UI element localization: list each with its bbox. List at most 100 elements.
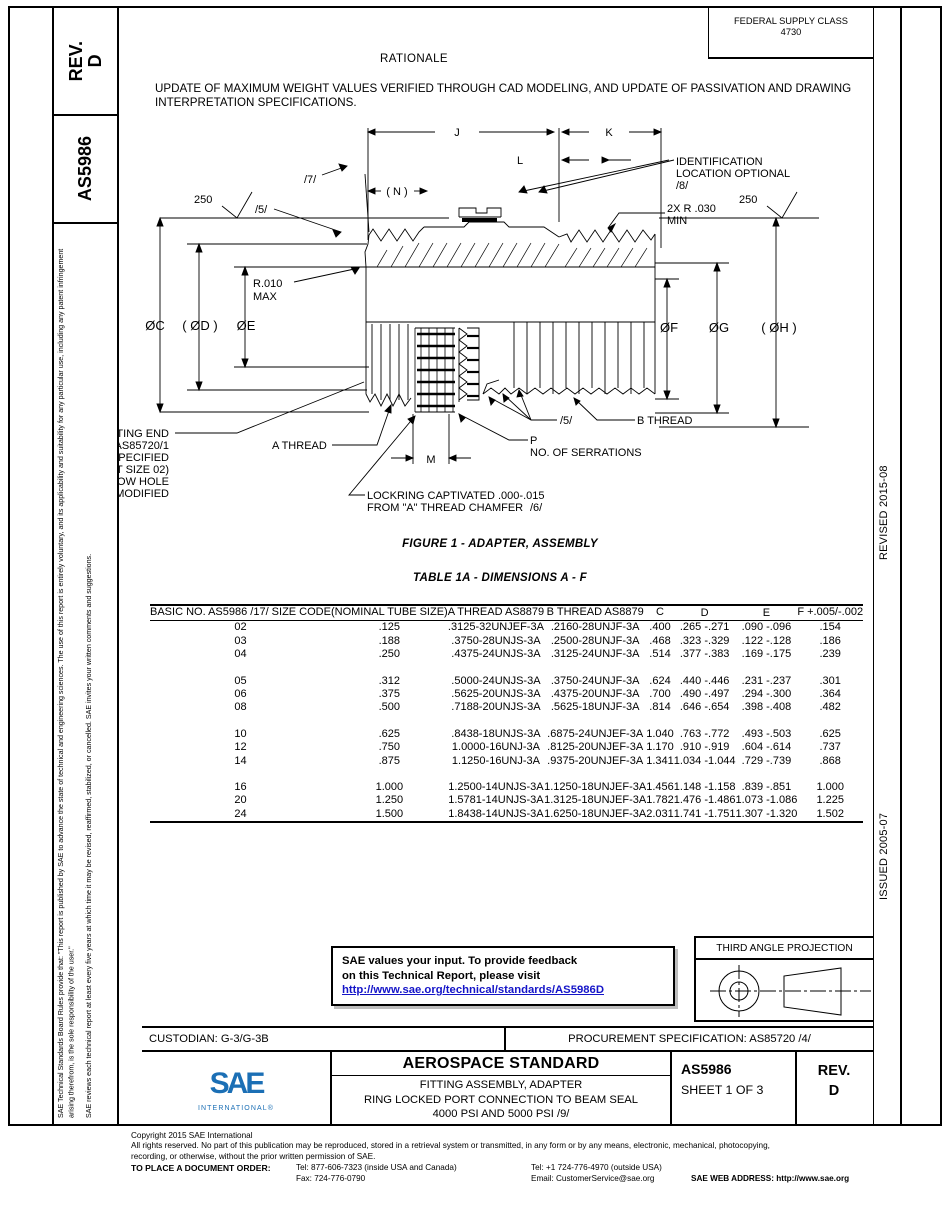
cell-f: 1.502 <box>797 807 864 824</box>
table-row: 03 .188 .3750-28UNJS-3A .2500-28UNJF-3A … <box>150 635 863 648</box>
title-block-number: AS5986 SHEET 1 OF 3 <box>672 1052 797 1124</box>
cell-e-low: .729 - <box>741 754 770 767</box>
projection-symbol-svg <box>710 965 871 1017</box>
cell-a-thread: .4375-24UNJS-3A <box>451 648 541 661</box>
cell-c: .400 <box>646 620 674 635</box>
cell-tube: 1.000 <box>375 781 404 794</box>
title-block-revision: REV. D <box>797 1052 871 1124</box>
cell-e-high: .408 <box>769 701 792 714</box>
cell-f: .625 <box>819 727 841 740</box>
svg-text:L: L <box>517 155 523 167</box>
cell-e-high: .503 <box>769 727 792 740</box>
cell-d-low: .490 - <box>679 688 709 701</box>
table-row: 24 1.500 1.8438-14UNJS-3A 1.6250-18UNJEF… <box>150 807 864 824</box>
title-block-description: AEROSPACE STANDARD FITTING ASSEMBLY, ADA… <box>332 1052 672 1124</box>
cell-e-high: .175 <box>769 648 792 661</box>
border-line-col2 <box>117 6 119 1126</box>
copyright-line: Copyright 2015 SAE International <box>131 1131 253 1140</box>
svg-text:IDENTIFICATION: IDENTIFICATION <box>676 156 763 168</box>
cell-c: 1.456 <box>646 781 674 794</box>
revised-date: REVISED 2015-08 <box>878 465 890 560</box>
svg-text:MODIFIED: MODIFIED <box>119 488 169 500</box>
doc-number-value: AS5986 <box>681 1061 732 1077</box>
cell-e-low: .604 - <box>741 741 770 754</box>
svg-text:EXCEPT FLOW HOLE: EXCEPT FLOW HOLE <box>119 476 169 488</box>
standard-title: AEROSPACE STANDARD <box>332 1052 670 1076</box>
cell-e-low: .122 - <box>741 634 770 647</box>
procurement-spec-label: PROCUREMENT SPECIFICATION: AS85720 /4/ <box>568 1033 811 1045</box>
cell-a-thread: .7188-20UNJS-3A <box>451 701 541 714</box>
cell-d-high: 1.751 <box>708 807 736 824</box>
cell-b-thread: .3125-24UNJF-3A <box>550 648 640 661</box>
cell-e-low: .294 - <box>741 688 770 701</box>
cell-e-low: .090 - <box>735 620 770 635</box>
cell-code: 02 <box>150 620 331 635</box>
desc-line-1: FITTING ASSEMBLY, ADAPTER <box>419 1079 583 1091</box>
th-size-code: BASIC NO. AS5986 /17/ SIZE CODE <box>150 604 331 621</box>
th-a-thread: A THREAD AS8879 <box>447 604 545 621</box>
cell-a-thread: .8438-18UNJS-3A <box>451 727 541 740</box>
table-group-spacer <box>150 662 863 675</box>
svg-text:NO. OF SERRATIONS: NO. OF SERRATIONS <box>530 447 642 459</box>
cell-tube: .375 <box>378 688 401 701</box>
feedback-link[interactable]: http://www.sae.org/technical/standards/A… <box>342 984 604 996</box>
svg-text:LOCATION OPTIONAL: LOCATION OPTIONAL <box>676 168 790 180</box>
third-angle-title: THIRD ANGLE PROJECTION <box>696 938 873 960</box>
dimensions-table: BASIC NO. AS5986 /17/ SIZE CODE (NOMINAL… <box>150 604 864 824</box>
cell-e-high: .300 <box>769 688 792 701</box>
cell-d-high: .497 <box>708 688 730 701</box>
cell-b-thread: .6875-24UNJEF-3A <box>547 727 644 740</box>
table-row: 08 .500 .7188-20UNJS-3A .5625-18UNJF-3A … <box>150 701 863 714</box>
cell-b-thread: .2160-28UNJF-3A <box>544 620 647 635</box>
border-line-left <box>52 6 54 1126</box>
title-block: SAE INTERNATIONAL® AEROSPACE STANDARD FI… <box>142 1052 873 1124</box>
order-fax: Fax: 724-776-0790 <box>296 1174 366 1184</box>
svg-text:B THREAD: B THREAD <box>637 415 692 427</box>
cell-tube: .312 <box>378 674 401 687</box>
fsc-value: 4730 <box>780 27 802 37</box>
svg-text:A THREAD: A THREAD <box>272 440 327 452</box>
cell-f: .239 <box>819 648 841 661</box>
document-number: AS5986 <box>75 136 95 202</box>
cell-e-low: 1.073 - <box>735 794 770 807</box>
svg-text:K: K <box>605 127 613 139</box>
cell-c: .814 <box>649 701 671 714</box>
cell-tube: 1.500 <box>330 807 448 824</box>
table-row: 05 .312 .5000-24UNJS-3A .3750-24UNJF-3A … <box>150 675 863 688</box>
cell-e-high: .128 <box>769 634 792 647</box>
cell-d-low: .265 - <box>673 620 709 635</box>
th-e: E <box>735 604 798 621</box>
document-number-box: AS5986 <box>54 116 117 224</box>
cell-e-high: .237 <box>769 674 792 687</box>
table-group-spacer <box>150 715 863 728</box>
cell-e-low: 1.307 - <box>735 807 770 824</box>
svg-text:LOCKRING CAPTIVATED .000-.015: LOCKRING CAPTIVATED .000-.015 <box>367 490 544 502</box>
cell-d-low: .377 - <box>679 648 709 661</box>
svg-text:250: 250 <box>194 194 212 206</box>
third-angle-projection-box: THIRD ANGLE PROJECTION <box>694 936 873 1022</box>
sae-logo-svg: SAE <box>210 1067 268 1100</box>
cell-d-high: 1.044 <box>708 754 736 767</box>
cell-d-high: .446 <box>708 674 730 687</box>
cell-b-thread: 1.3125-18UNJEF-3A <box>544 794 647 807</box>
cell-a-thread: 1.5781-14UNJS-3A <box>448 794 544 807</box>
feedback-line-1: SAE values your input. To provide feedba… <box>342 955 578 967</box>
cell-e-high: .851 <box>769 781 792 794</box>
svg-text:FROM "A" THREAD CHAMFER: FROM "A" THREAD CHAMFER <box>367 502 523 514</box>
figure-caption: FIGURE 1 - ADAPTER, ASSEMBLY <box>402 538 598 550</box>
cell-d-low: 1.148 - <box>673 781 709 794</box>
cell-d-high: .271 <box>708 620 736 635</box>
cell-tube: .500 <box>378 701 401 714</box>
table-row: 14 .875 1.1250-16UNJ-3A .9375-20UNJEF-3A… <box>150 755 863 768</box>
custodian-label: CUSTODIAN: G-3/G-3B <box>142 1028 506 1050</box>
adapter-assembly-svg: J K L <box>119 127 819 514</box>
sae-logo: SAE INTERNATIONAL® <box>142 1052 332 1124</box>
table-body: 02 .125 .3125-32UNJEF-3A .2160-28UNJF-3A… <box>150 620 864 824</box>
cell-tube: .750 <box>378 741 401 754</box>
sheet-number: SHEET 1 OF 3 <box>681 1083 764 1097</box>
cell-e-high: .614 <box>769 741 792 754</box>
cell-d-high: .919 <box>708 741 730 754</box>
issued-date: ISSUED 2005-07 <box>878 812 890 900</box>
svg-text:MIN: MIN <box>667 215 687 227</box>
table-caption: TABLE 1A - DIMENSIONS A - F <box>413 572 587 584</box>
